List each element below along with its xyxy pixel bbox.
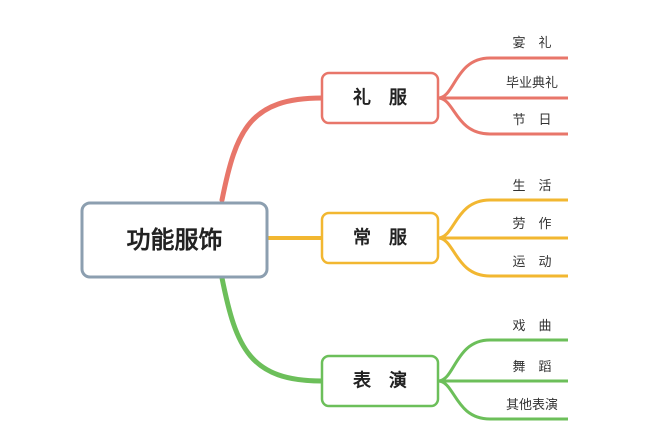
leaf-label[interactable]: 节 日 xyxy=(512,113,551,128)
connector-branch-3-leaf-1 xyxy=(437,338,568,383)
branch-node-2-label: 常 服 xyxy=(353,227,408,249)
root-node-label: 功能服饰 xyxy=(127,226,223,254)
connector-branch-2-leaf-3 xyxy=(437,236,568,278)
connector-root-branch-1 xyxy=(219,95,325,203)
connector-branch-2-leaf-1 xyxy=(437,198,568,240)
branch-node-3[interactable]: 表 演 xyxy=(320,354,440,408)
leaf-label[interactable]: 戏 曲 xyxy=(512,319,551,334)
branch-node-1-box xyxy=(320,71,440,125)
connector-branch-1-leaf-1 xyxy=(437,56,568,100)
leaf-label[interactable]: 运 动 xyxy=(512,255,551,270)
branch-node-1[interactable]: 礼 服 xyxy=(320,71,440,125)
branch-node-2[interactable]: 常 服 xyxy=(320,211,440,265)
leaf-label[interactable]: 生 活 xyxy=(512,179,551,194)
branch-node-3-label: 表 演 xyxy=(353,370,407,392)
leaf-label[interactable]: 宴 礼 xyxy=(512,35,551,51)
root-node[interactable]: 功能服饰 xyxy=(80,201,269,279)
root-node-box xyxy=(80,201,269,279)
branch-node-2-box xyxy=(320,211,440,265)
connector-root-branch-3 xyxy=(219,275,325,384)
connector-branch-3-leaf-3 xyxy=(437,379,568,421)
branch-node-3-box xyxy=(320,354,440,408)
leaf-label[interactable]: 劳 作 xyxy=(512,216,551,232)
leaf-label[interactable]: 其他表演 xyxy=(506,397,558,413)
leaf-label[interactable]: 舞 蹈 xyxy=(512,360,551,375)
connector-branch-1-leaf-3 xyxy=(437,96,568,136)
leaf-label[interactable]: 毕业典礼 xyxy=(506,75,558,91)
branch-node-1-label: 礼 服 xyxy=(353,87,408,109)
